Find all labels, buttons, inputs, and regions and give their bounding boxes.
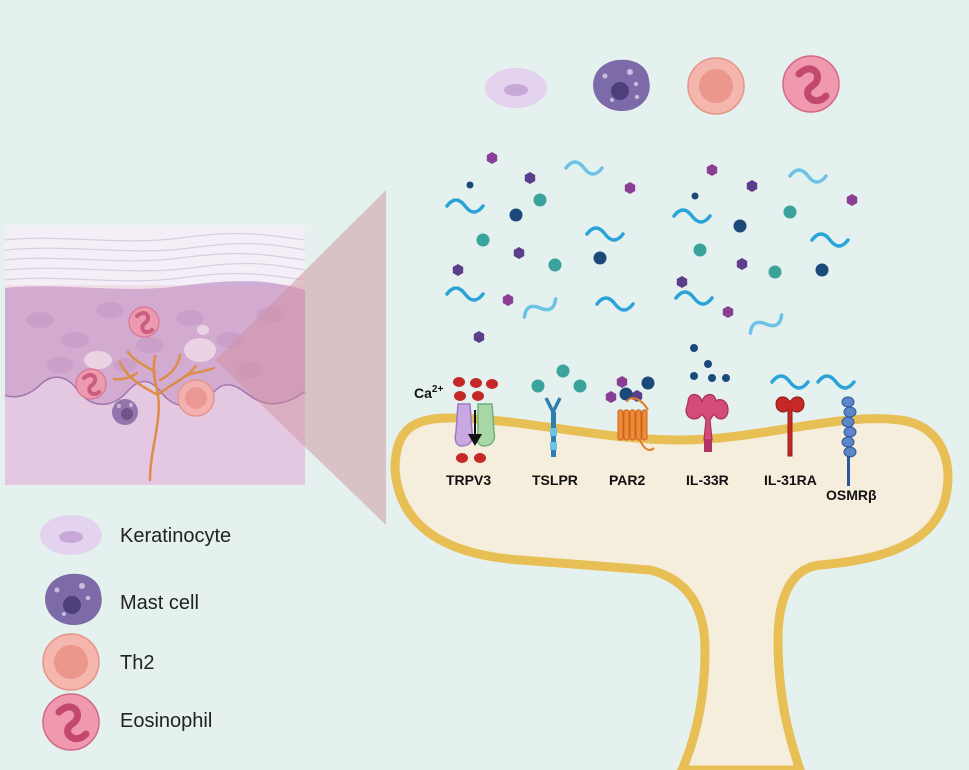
skin-eosinophil-2: [75, 368, 107, 400]
skin-eosinophil-1: [128, 306, 160, 338]
top-keratinocyte: [485, 68, 547, 108]
skin-mast-cell: [112, 399, 138, 425]
tslpr-label: TSLPR: [532, 472, 578, 488]
top-eosinophil: [782, 55, 840, 113]
legend: Keratinocyte Mast cell Th2 Eosinophil: [40, 515, 231, 751]
il31ra-receptor: IL-31RA: [764, 374, 817, 488]
trpv3-label: TRPV3: [446, 472, 491, 488]
legend-mast-cell-label: Mast cell: [120, 592, 199, 614]
zoom-region: [5, 285, 305, 485]
trpv3-channel: Ca2+ TRPV3: [414, 377, 498, 488]
il33r-receptor: IL-33R: [685, 344, 730, 488]
osmrb-label: OSMRβ: [826, 487, 877, 503]
legend-th2-label: Th2: [120, 652, 154, 674]
skin-th2-cell: [177, 379, 215, 417]
il31ra-label: IL-31RA: [764, 472, 817, 488]
zoom-cone: [215, 190, 386, 525]
ca-label: Ca2+: [414, 384, 443, 401]
top-mast-cell: [593, 59, 650, 112]
skin-section: [4, 225, 306, 485]
legend-keratinocyte-label: Keratinocyte: [120, 525, 231, 547]
legend-eosinophil: Eosinophil: [42, 693, 212, 751]
mediator-cloud: [445, 152, 858, 343]
il33r-label: IL-33R: [686, 472, 729, 488]
osmrb-receptor: OSMRβ: [816, 374, 877, 503]
legend-keratinocyte: Keratinocyte: [40, 515, 231, 555]
tslpr-receptor: TSLPR: [531, 364, 587, 488]
par2-label: PAR2: [609, 472, 646, 488]
par2-receptor: PAR2: [605, 376, 655, 488]
calcium-ions: [453, 377, 498, 463]
legend-th2: Th2: [42, 633, 154, 691]
sensory-neuron-terminal: [390, 413, 953, 770]
legend-mast-cell: Mast cell: [45, 573, 199, 626]
top-th2-cell: [687, 57, 745, 115]
legend-eosinophil-label: Eosinophil: [120, 710, 212, 732]
